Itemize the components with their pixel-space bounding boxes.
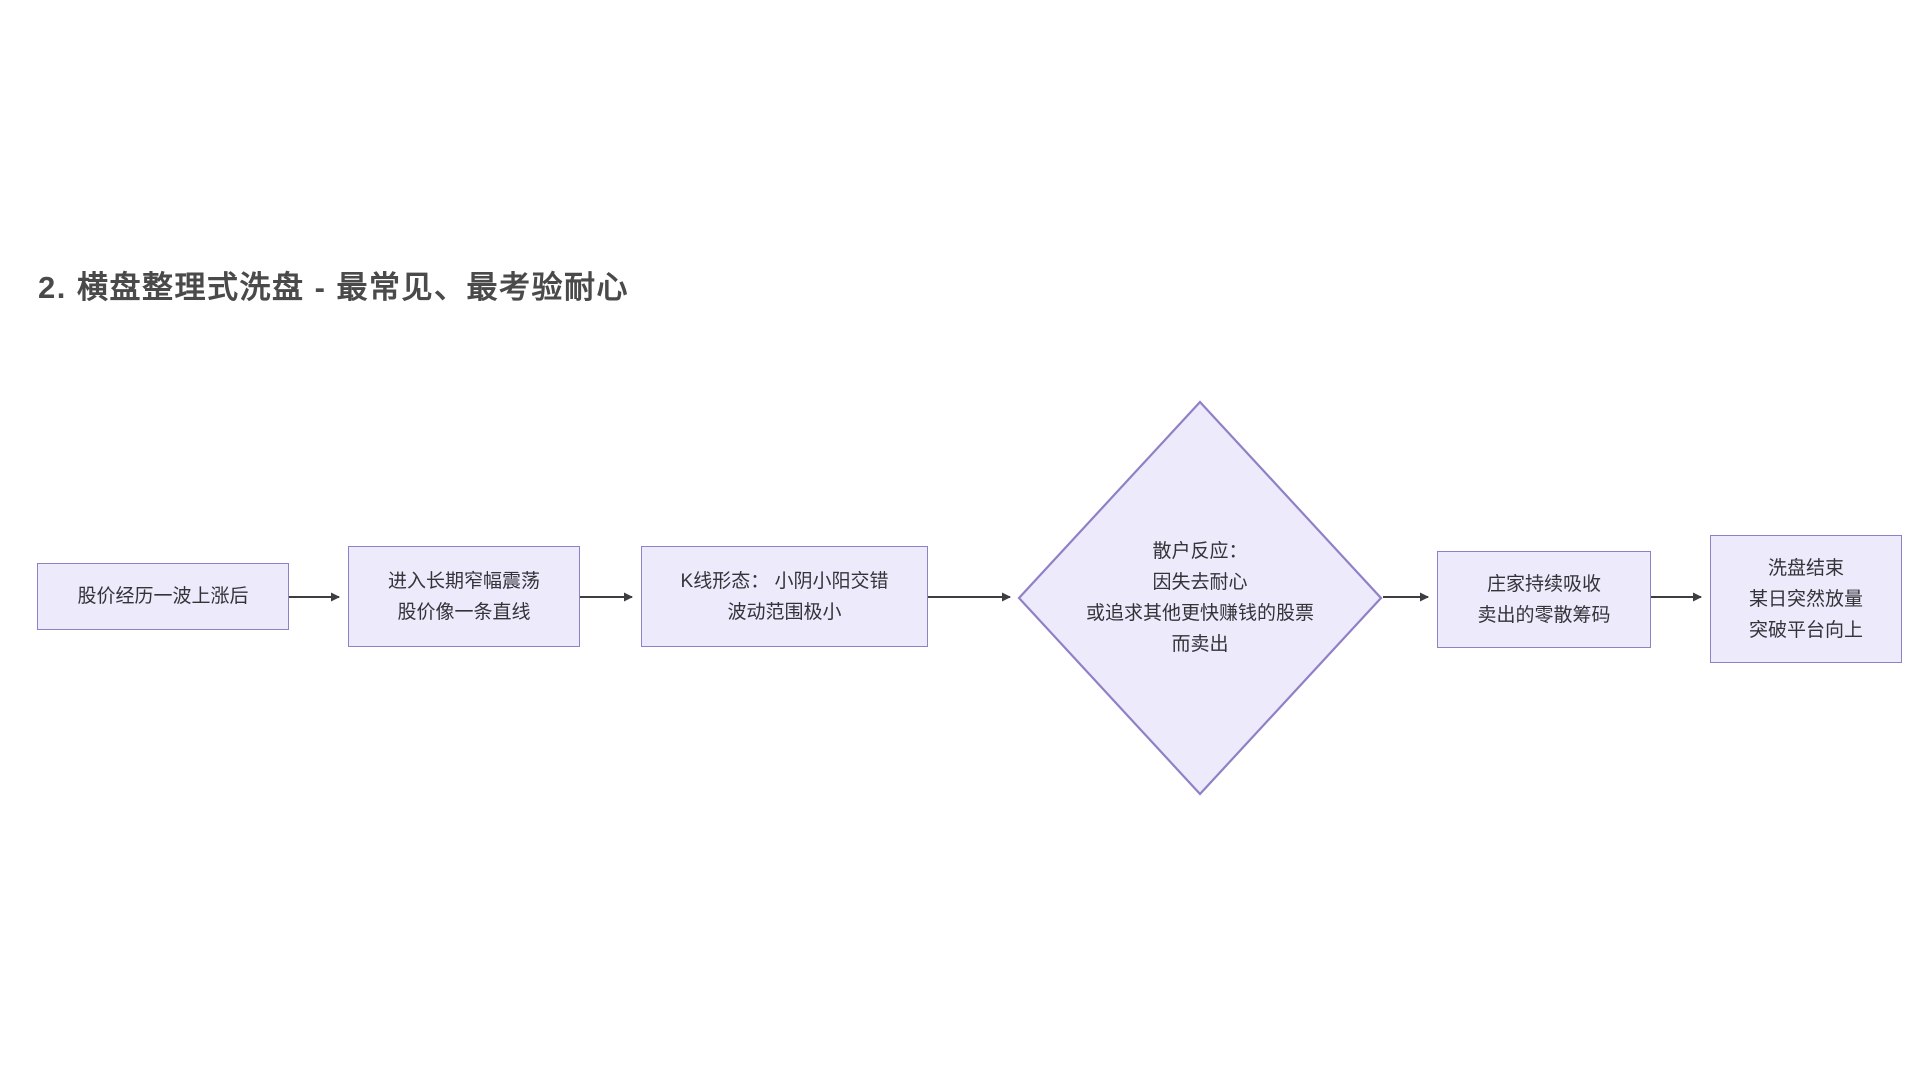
- node-line: 卖出的零散筹码: [1477, 604, 1611, 626]
- node-line: 股价像一条直线: [397, 601, 531, 623]
- node-line: 洗盘结束: [1767, 557, 1844, 579]
- diamond-shape: [1017, 400, 1383, 796]
- flow-node-retail-reaction-decision[interactable]: 散户反应： 因失去耐心 或追求其他更快赚钱的股票 而卖出: [1017, 400, 1383, 796]
- flow-node-dealer-absorb[interactable]: 庄家持续吸收 卖出的零散筹码: [1437, 551, 1651, 648]
- node-line: K线形态： 小阴小阳交错: [680, 570, 889, 592]
- flow-node-kline-pattern[interactable]: K线形态： 小阴小阳交错 波动范围极小: [641, 546, 928, 647]
- node-line: 进入长期窄幅震荡: [387, 570, 540, 592]
- flow-node-long-consolidation[interactable]: 进入长期窄幅震荡 股价像一条直线: [348, 546, 580, 647]
- flow-node-stock-rise[interactable]: 股价经历一波上涨后: [37, 563, 289, 630]
- node-line: 庄家持续吸收: [1486, 573, 1601, 595]
- page-title: 2. 横盘整理式洗盘 - 最常见、最考验耐心: [38, 270, 630, 305]
- flow-node-washout-end[interactable]: 洗盘结束 某日突然放量 突破平台向上: [1710, 535, 1902, 663]
- node-line: 波动范围极小: [727, 601, 842, 623]
- node-line: 突破平台向上: [1748, 619, 1863, 641]
- node-line: 某日突然放量: [1748, 588, 1863, 610]
- node-line: 股价经历一波上涨后: [77, 586, 249, 607]
